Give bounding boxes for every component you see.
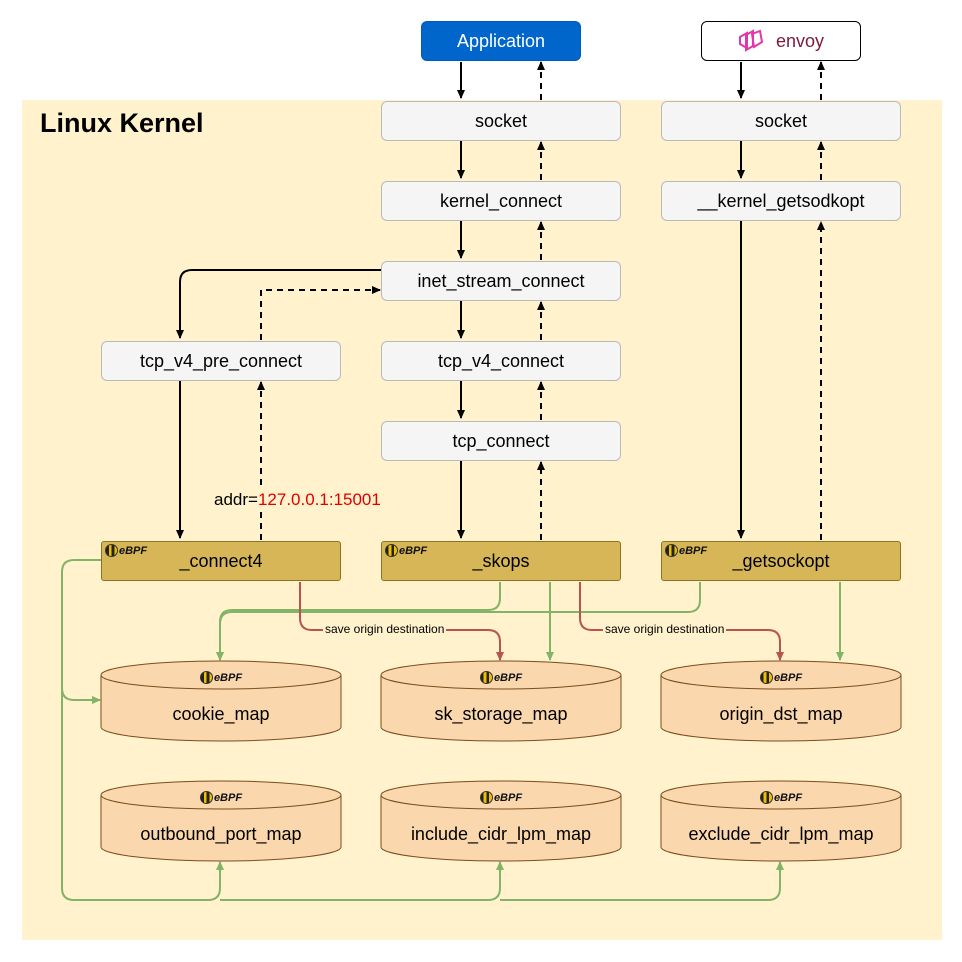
ebpf-badge-text: eBPF [399, 544, 428, 557]
addr-value: 127.0.0.1:15001 [257, 490, 381, 509]
origin-dst-map-cylinder-top [660, 660, 902, 690]
envoy-logo-icon [738, 29, 764, 52]
exclude-cidr-lpm-map[interactable]: eBPF exclude_cidr_lpm_map [661, 781, 901, 861]
ebpf-badge: eBPF [661, 671, 901, 684]
socket-right-label: socket [754, 110, 808, 131]
tcp-v4-pre-connect-box[interactable]: tcp_v4_pre_connect [101, 341, 341, 381]
envoy-label: envoy [775, 30, 825, 51]
edge-connect4-cookie-map [61, 559, 102, 704]
ebpf-bee-icon [199, 671, 213, 684]
tcp-v4-pre-connect-label: tcp_v4_pre_connect [139, 350, 303, 371]
ebpf-badge: eBPF [105, 544, 147, 557]
socket-right-box[interactable]: socket [661, 101, 901, 141]
addr-prefix: addr= [214, 490, 258, 509]
edge-getsockopt-cookie-map [216, 582, 701, 661]
edge-skops-origin-dst-map [579, 582, 784, 661]
cookie-map-cylinder-body [100, 675, 342, 742]
sk-storage-map-cylinder-top [380, 660, 622, 690]
connect4-label: _connect4 [179, 550, 263, 571]
origin-dst-map-label: origin_dst_map [719, 704, 843, 724]
ebpf-bee-icon [385, 544, 398, 557]
exclude-cidr-lpm-map-cylinder-top [660, 780, 902, 810]
ebpf-bee-icon [759, 671, 773, 684]
cookie-map-label: cookie_map [172, 704, 270, 724]
tcp-connect-label: tcp_connect [452, 430, 550, 451]
ebpf-badge: eBPF [381, 671, 621, 684]
include-cidr-lpm-map[interactable]: eBPF include_cidr_lpm_map [381, 781, 621, 861]
skops-program-box[interactable]: eBPF _skops [381, 541, 621, 581]
include-cidr-lpm-map-cylinder-top [380, 780, 622, 810]
skops-label: _skops [472, 550, 530, 571]
edge-connect4-include-cidr-map [220, 861, 504, 901]
kernel-getsockopt-label: __kernel_getsodkopt [697, 190, 865, 211]
inet-stream-connect-box[interactable]: inet_stream_connect [381, 261, 621, 301]
socket-left-label: socket [474, 110, 528, 131]
edge-pre-connect-inet-return [260, 286, 381, 340]
ebpf-badge-text: eBPF [213, 791, 243, 804]
tcp-connect-box[interactable]: tcp_connect [381, 421, 621, 461]
ebpf-badge: eBPF [101, 671, 341, 684]
exclude-cidr-lpm-map-label: exclude_cidr_lpm_map [688, 824, 874, 844]
include-cidr-lpm-map-label: include_cidr_lpm_map [410, 824, 592, 844]
kernel-connect-box[interactable]: kernel_connect [381, 181, 621, 221]
ebpf-badge-text: eBPF [119, 544, 148, 557]
ebpf-badge: eBPF [101, 791, 341, 804]
outbound-port-map-cylinder-top [100, 780, 342, 810]
cookie-map[interactable]: eBPF cookie_map [101, 661, 341, 741]
ebpf-bee-icon [479, 791, 493, 804]
inet-stream-connect-label: inet_stream_connect [417, 270, 585, 291]
ebpf-badge: eBPF [381, 791, 621, 804]
ebpf-badge: eBPF [661, 791, 901, 804]
outbound-port-map-label: outbound_port_map [140, 824, 302, 844]
outbound-port-map[interactable]: eBPF outbound_port_map [101, 781, 341, 861]
ebpf-badge-text: eBPF [493, 671, 523, 684]
kernel-connect-label: kernel_connect [439, 190, 563, 211]
application-label: Application [456, 30, 546, 51]
ebpf-bee-icon [479, 671, 493, 684]
tcp-v4-connect-label: tcp_v4_connect [437, 350, 565, 371]
sk-storage-map-label: sk_storage_map [434, 704, 568, 724]
sk-storage-map-cylinder-body [380, 675, 622, 742]
socket-left-box[interactable]: socket [381, 101, 621, 141]
ebpf-badge-text: eBPF [213, 671, 243, 684]
ebpf-bee-icon [199, 791, 213, 804]
ebpf-badge-text: eBPF [773, 671, 803, 684]
ebpf-badge-text: eBPF [679, 544, 708, 557]
ebpf-bee-icon [105, 544, 118, 557]
include-cidr-lpm-map-cylinder-body [380, 795, 622, 862]
ebpf-badge-text: eBPF [773, 791, 803, 804]
kernel-getsockopt-box[interactable]: __kernel_getsodkopt [661, 181, 901, 221]
save-origin-label-1: save origin destination [323, 622, 447, 636]
addr-label: addr=127.0.0.1:15001 [212, 490, 383, 510]
ebpf-badge: eBPF [385, 544, 427, 557]
cookie-map-cylinder-top [100, 660, 342, 690]
ebpf-badge-text: eBPF [493, 791, 523, 804]
application-box[interactable]: Application [421, 21, 581, 61]
edge-skops-cookie-map [216, 582, 501, 661]
tcp-v4-connect-box[interactable]: tcp_v4_connect [381, 341, 621, 381]
save-origin-label-2: save origin destination [603, 622, 727, 636]
connect4-program-box[interactable]: eBPF _connect4 [101, 541, 341, 581]
ebpf-bee-icon [665, 544, 678, 557]
sk-storage-map[interactable]: eBPF sk_storage_map [381, 661, 621, 741]
getsockopt-label: _getsockopt [732, 550, 830, 571]
kernel-title: Linux Kernel [40, 108, 204, 138]
edge-connect4-exclude-cidr-map [500, 861, 784, 901]
outbound-port-map-cylinder-body [100, 795, 342, 862]
edge-inet-pre-connect [176, 269, 382, 339]
edge-connect4-sk-storage-map [299, 582, 504, 661]
origin-dst-map-cylinder-body [660, 675, 902, 742]
exclude-cidr-lpm-map-cylinder-body [660, 795, 902, 862]
ebpf-bee-icon [759, 791, 773, 804]
edge-connect4-outbound-port-map [61, 690, 224, 901]
getsockopt-program-box[interactable]: eBPF _getsockopt [661, 541, 901, 581]
ebpf-badge: eBPF [665, 544, 707, 557]
origin-dst-map[interactable]: eBPF origin_dst_map [661, 661, 901, 741]
envoy-box[interactable]: envoy [701, 21, 861, 61]
